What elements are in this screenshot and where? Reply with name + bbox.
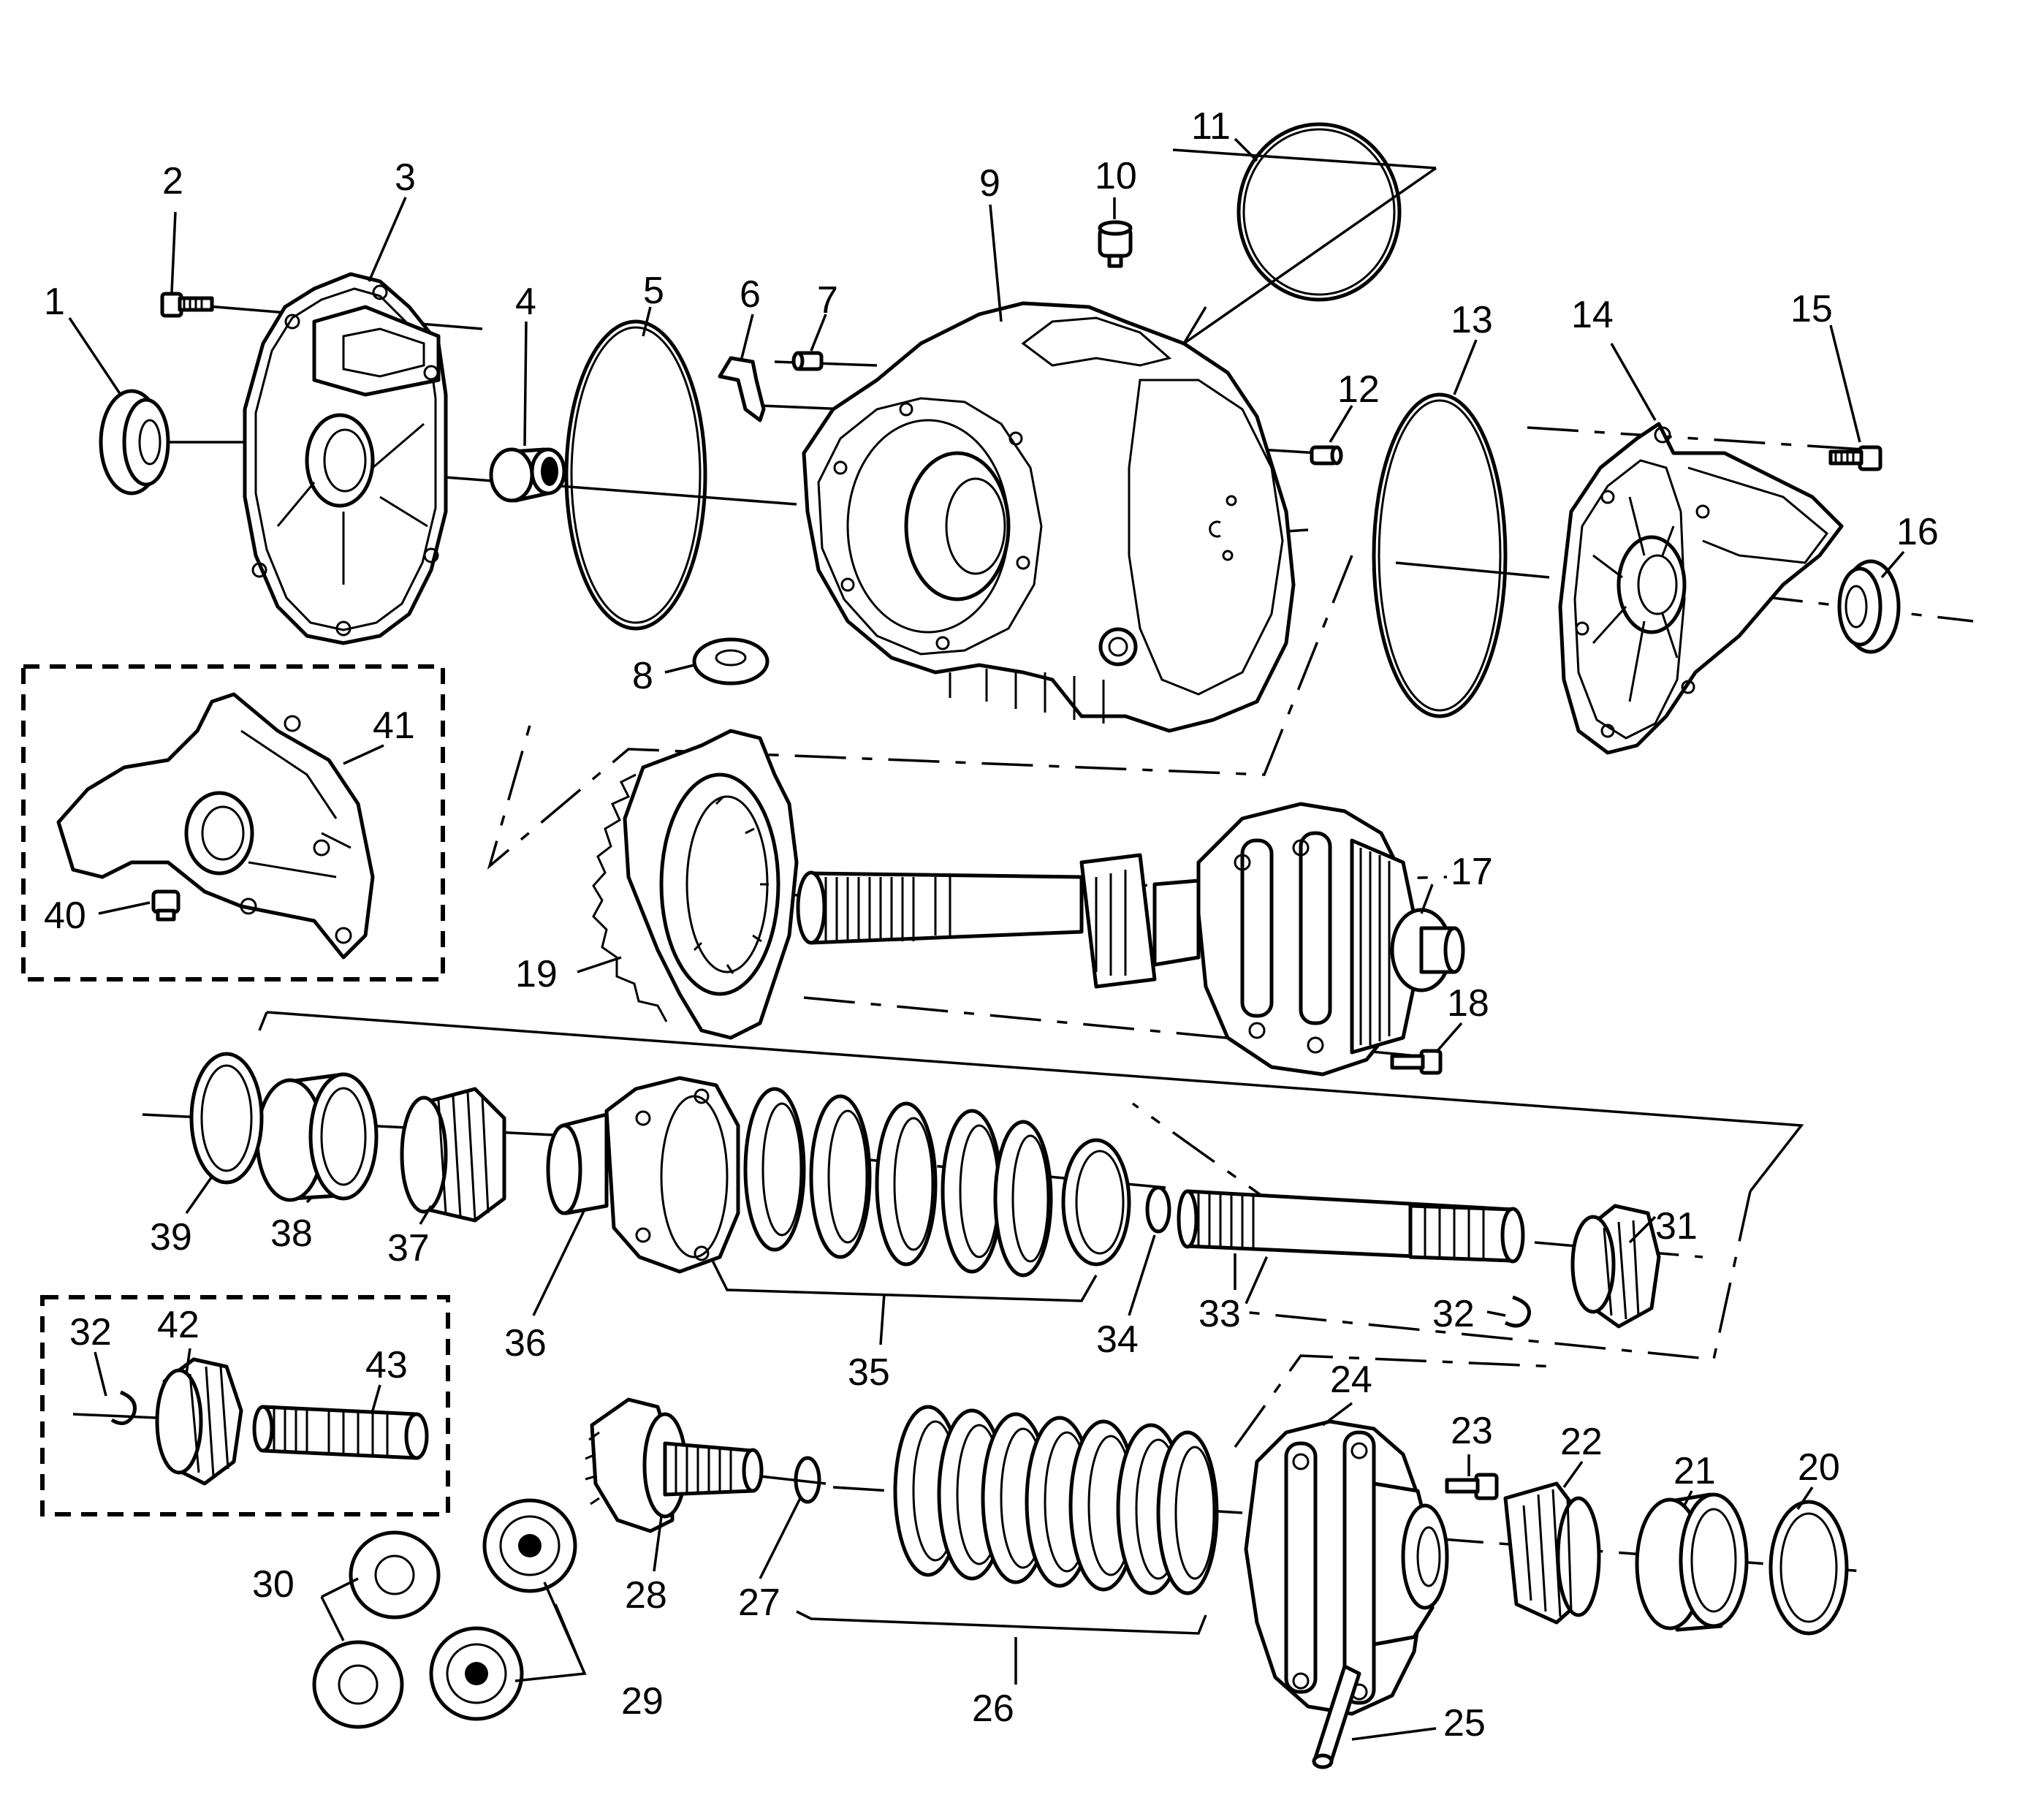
- callout-38: 38: [270, 1212, 313, 1255]
- callout-30: 30: [252, 1563, 295, 1606]
- callout-2: 2: [162, 160, 183, 202]
- part-21-bearing-cup: [1635, 1492, 1749, 1632]
- callout-14: 14: [1571, 294, 1614, 336]
- part-25-cross-pin: [1312, 1664, 1361, 1769]
- part-1-axle-seal: [99, 389, 170, 496]
- callout-34: 34: [1096, 1318, 1139, 1361]
- callout-32: 32: [1432, 1293, 1475, 1335]
- part-19-ring-gear: [592, 729, 799, 1040]
- callout-11: 11: [1191, 105, 1231, 148]
- callout-42: 42: [157, 1304, 200, 1346]
- inset-box-alternate-side-gear: [40, 1295, 450, 1516]
- part-37-bearing-cone: [400, 1087, 506, 1223]
- callout-28: 28: [625, 1574, 667, 1617]
- callout-9: 9: [979, 162, 1000, 205]
- part-5-o-ring: [564, 319, 707, 631]
- part-35-clutch-plate-pack: [743, 1087, 1131, 1277]
- part-31-side-gear: [1570, 1204, 1661, 1329]
- callout-8: 8: [632, 655, 653, 697]
- callout-16: 16: [1896, 511, 1939, 553]
- part-34-snap-ring: [1145, 1185, 1171, 1234]
- callout-12: 12: [1337, 368, 1380, 411]
- part-29-pinion-gears: [429, 1498, 577, 1721]
- part-23-bolt: [1445, 1473, 1499, 1500]
- callout-18: 18: [1447, 982, 1489, 1025]
- callout-13: 13: [1451, 299, 1493, 341]
- part-14-right-housing-cover: [1558, 422, 1844, 755]
- part-10-breather-cap: [1098, 220, 1133, 268]
- part-36-differential-case-cover: [546, 1076, 740, 1274]
- part-33-output-shaft: [1177, 1189, 1525, 1264]
- callout-15: 15: [1790, 288, 1833, 330]
- callout-leader-lines: [68, 137, 1905, 1741]
- callout-33: 33: [1198, 1293, 1241, 1335]
- callout-3: 3: [395, 156, 416, 199]
- callout-7: 7: [817, 279, 838, 322]
- part-18-bolt: [1390, 1049, 1443, 1075]
- callout-22: 22: [1560, 1421, 1603, 1463]
- callout-20: 20: [1798, 1446, 1840, 1489]
- part-2-bolt: [160, 292, 214, 318]
- part-6-clip: [718, 356, 766, 422]
- part-28-side-gear: [585, 1397, 764, 1533]
- callout-31: 31: [1655, 1205, 1698, 1248]
- part-24-differential-case-half: [1244, 1419, 1449, 1716]
- part-11-o-ring: [1236, 122, 1402, 302]
- callout-35: 35: [848, 1351, 890, 1394]
- callout-40: 40: [44, 895, 86, 937]
- part-7-dowel-pin: [791, 351, 824, 371]
- callout-36: 36: [504, 1322, 547, 1364]
- part-22-bearing-cone: [1503, 1481, 1601, 1625]
- callout-labels: 1 2 3 4 5 6 7 8 9 10 11 12 13 14 15 16 1…: [44, 105, 1939, 1744]
- callout-1: 1: [44, 281, 65, 323]
- callout-10: 10: [1095, 155, 1137, 197]
- inset-box-alternate-cover: [21, 664, 445, 982]
- callout-4: 4: [515, 281, 536, 323]
- callout-25: 25: [1443, 1702, 1486, 1744]
- part-17-differential-case-assembly: [796, 802, 1465, 1077]
- part-39-shim-ring: [189, 1052, 264, 1185]
- callout-32-inset: 32: [69, 1311, 112, 1353]
- callout-23: 23: [1451, 1410, 1493, 1452]
- part-15-bolt: [1828, 445, 1882, 471]
- callout-37: 37: [387, 1227, 430, 1269]
- part-13-o-ring: [1372, 392, 1508, 718]
- callout-43: 43: [365, 1344, 408, 1386]
- part-32-snap-ring: [110, 1295, 1531, 1425]
- part-38-bearing-cup: [255, 1072, 379, 1202]
- callout-17: 17: [1451, 851, 1493, 893]
- callout-29: 29: [621, 1680, 664, 1723]
- part-30-thrust-washers: [312, 1530, 441, 1729]
- callout-24: 24: [1330, 1359, 1372, 1401]
- part-4-needle-bearing: [489, 447, 566, 503]
- callout-26: 26: [972, 1687, 1014, 1730]
- part-26-clutch-plate-pack: [893, 1405, 1219, 1595]
- part-8-thrust-washer: [692, 637, 770, 686]
- part-3-left-housing-cover: [243, 272, 448, 645]
- callout-39: 39: [150, 1216, 192, 1258]
- part-40-drain-plug: [151, 889, 181, 922]
- part-16-axle-seal: [1837, 559, 1901, 654]
- part-9-differential-housing: [802, 301, 1296, 733]
- callout-6: 6: [740, 273, 761, 316]
- callout-5: 5: [643, 270, 664, 312]
- part-20-shim-ring: [1768, 1500, 1849, 1636]
- callout-19: 19: [515, 953, 558, 995]
- callout-27: 27: [738, 1582, 780, 1624]
- callout-41: 41: [373, 705, 415, 747]
- part-27-snap-ring: [794, 1456, 821, 1504]
- callout-21: 21: [1673, 1450, 1716, 1492]
- part-12-dowel-pin: [1310, 445, 1343, 466]
